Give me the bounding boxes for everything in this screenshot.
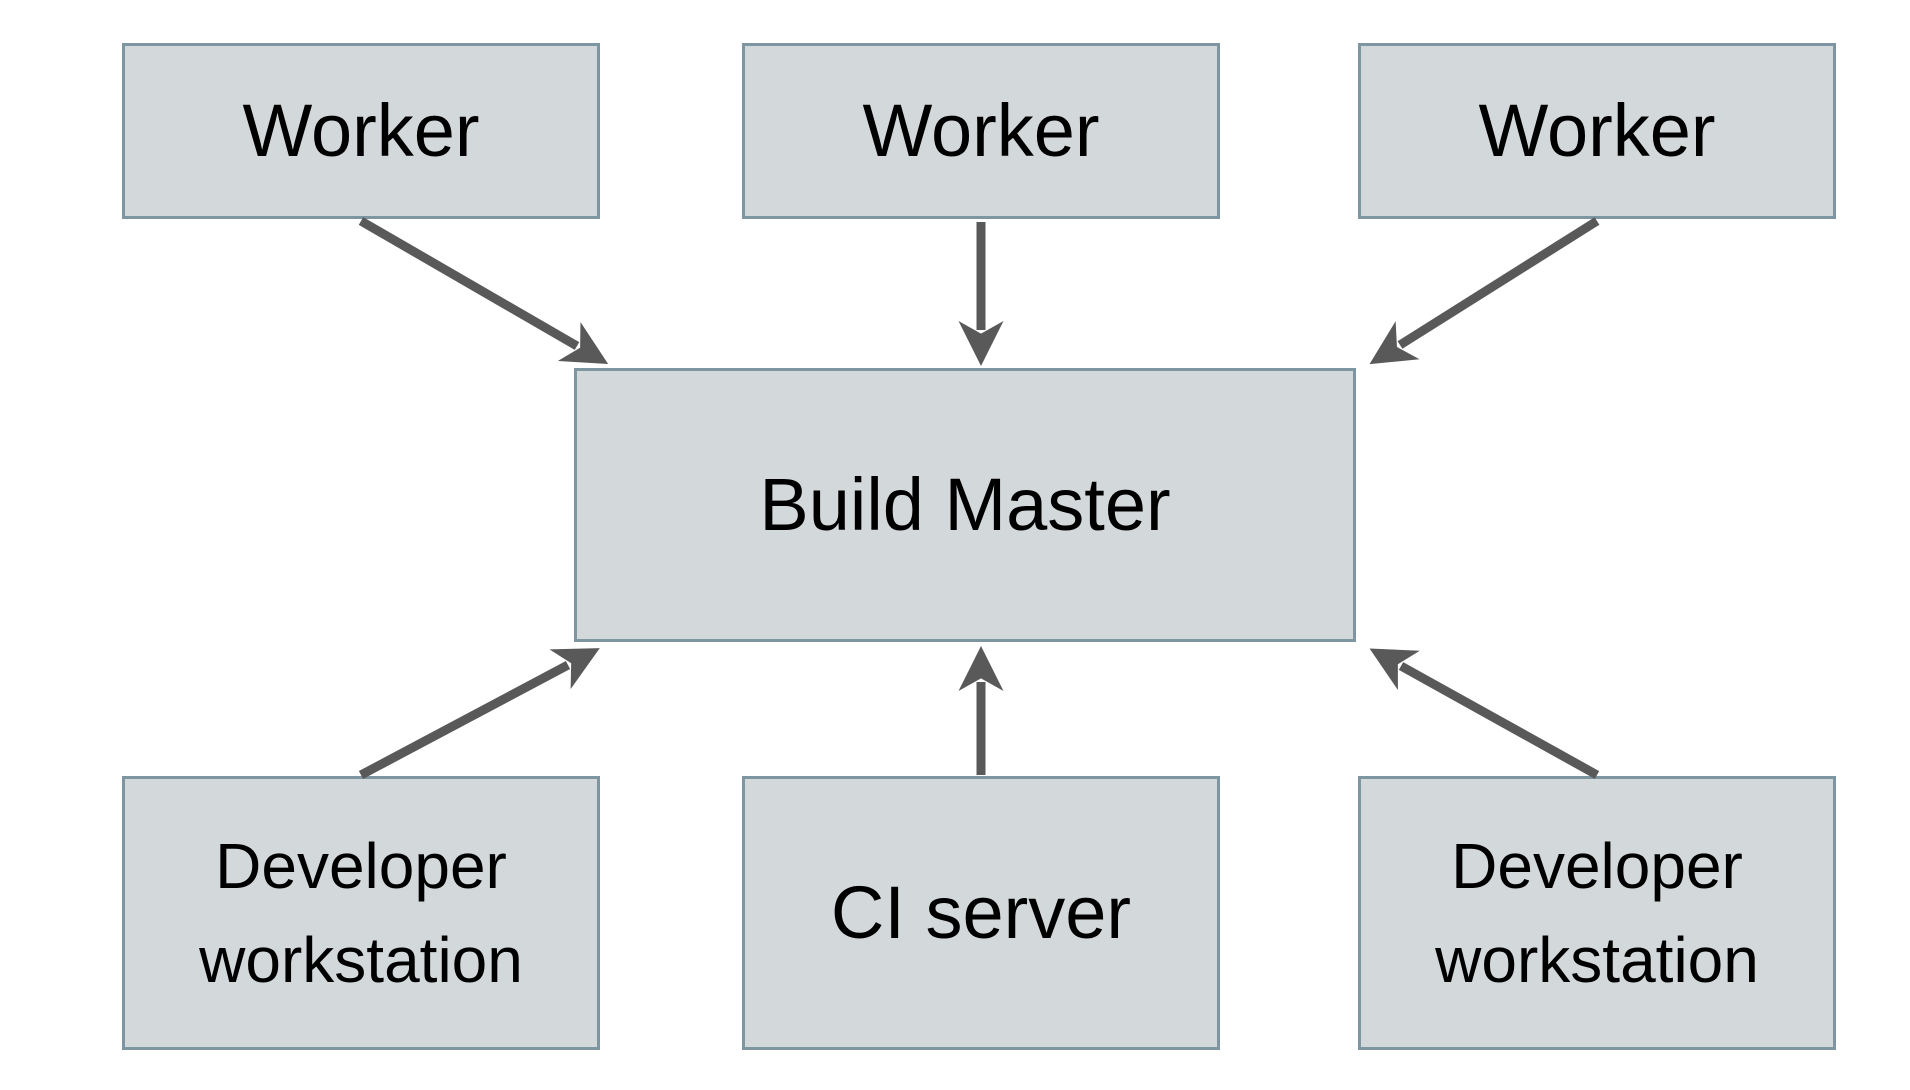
arrow-developer-workstation-1-to-build-master <box>358 648 600 779</box>
node-worker-3: Worker <box>1358 43 1836 219</box>
node-developer-workstation-2: Developer workstation <box>1358 776 1836 1050</box>
node-worker-1-label: Worker <box>242 88 480 172</box>
node-ci-server: CI server <box>742 776 1220 1050</box>
node-developer-workstation-2-label: Developer workstation <box>1435 830 1759 996</box>
arrow-worker-1-to-build-master <box>358 217 609 365</box>
node-worker-1: Worker <box>122 43 600 219</box>
node-ci-server-label: CI server <box>830 870 1132 954</box>
node-developer-workstation-1: Developer workstation <box>122 776 600 1050</box>
arrow-worker-3-to-build-master <box>1369 217 1600 365</box>
node-worker-2: Worker <box>742 43 1220 219</box>
node-worker-2-label: Worker <box>862 88 1100 172</box>
arrow-developer-workstation-2-to-build-master <box>1369 648 1600 779</box>
node-developer-workstation-1-label: Developer workstation <box>199 830 523 996</box>
node-worker-3-label: Worker <box>1478 88 1716 172</box>
node-build-master-label: Build Master <box>759 462 1171 546</box>
node-build-master: Build Master <box>574 368 1356 642</box>
